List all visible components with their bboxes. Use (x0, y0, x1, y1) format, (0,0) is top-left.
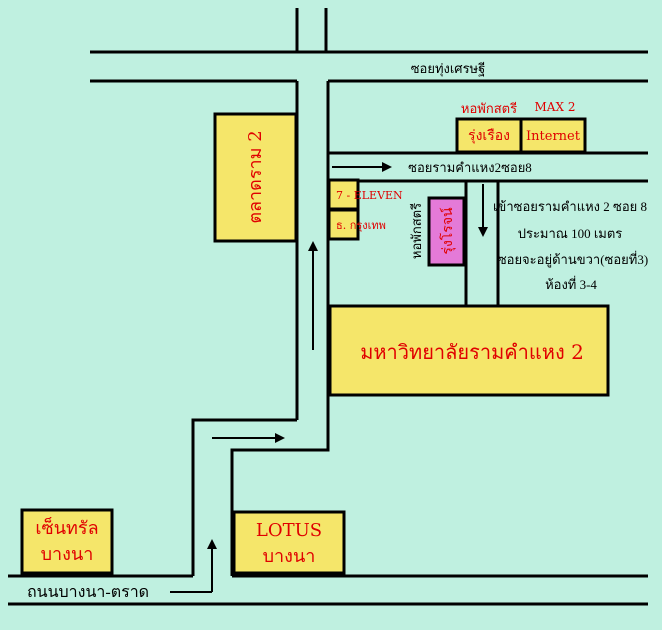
label-central-line1: เซ็นทรัล (35, 516, 98, 539)
internet-building[interactable] (519, 117, 587, 154)
label-dorm-rungroj: รุ่งโรจน์ (439, 207, 456, 255)
label-central-line2: บางนา (41, 544, 94, 565)
label-soi-thung-setthi: ซอยทุ่งเศรษฐี (411, 61, 486, 77)
direction-line-3: ซอยจะอยู่ด้านขวา(ซอยที่3) (498, 251, 648, 268)
talad-ram2-building[interactable] (213, 112, 298, 243)
label-internet: Internet (526, 129, 581, 144)
label-bank: ธ. กรุงเทพ (336, 219, 386, 232)
bank-building[interactable] (327, 208, 360, 241)
university-building[interactable] (328, 304, 610, 397)
central-building[interactable] (20, 508, 114, 575)
direction-line-1: เข้าซอยรามคำแหง 2 ซอย 8 (493, 199, 647, 214)
label-soi-ram-8: ซอยรามคำแหง2ซอย8 (408, 160, 532, 175)
label-seven-eleven: 7 - ELEVEN (336, 189, 403, 202)
dorm-rungruang-building[interactable] (455, 117, 523, 154)
direction-line-4: ห้องที่ 3-4 (545, 276, 597, 292)
direction-line-2: ประมาณ 100 เมตร (518, 226, 623, 241)
road-jog-left (191, 418, 297, 576)
route-arrows (170, 162, 488, 593)
directions-note: เข้าซอยรามคำแหง 2 ซอย 8 ประมาณ 100 เมตร … (493, 199, 648, 292)
label-dorm-rungruang: รุ่งเรือง (468, 128, 510, 144)
label-lotus-line2: บางนา (263, 546, 316, 567)
buildings (20, 112, 610, 575)
label-max2: MAX 2 (535, 100, 576, 114)
dorm-rungroj-building[interactable] (427, 196, 466, 267)
label-university: มหาวิทยาลัยรามคำแหง 2 (360, 340, 584, 364)
label-lotus-line1: LOTUS (256, 520, 322, 541)
label-talad-ram2: ตลาดราม 2 (245, 130, 266, 223)
label-dorm-rungroj-caption: หอพักสตรี (409, 203, 424, 259)
label-bangna-trat: ถนนบางนา-ตราด (27, 584, 149, 601)
lotus-building[interactable] (232, 510, 346, 575)
label-dorm-rungruang-caption: หอพักสตรี (461, 101, 517, 117)
road-jog-right (230, 420, 330, 576)
